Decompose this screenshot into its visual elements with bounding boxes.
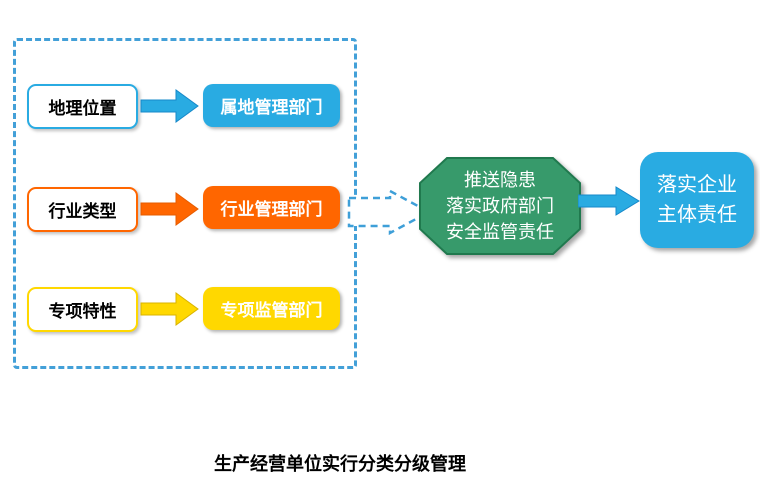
source-box-special-label: 专项特性 xyxy=(48,302,117,321)
target-box-territorial-dept: 属地管理部门 xyxy=(203,84,340,127)
government-responsibility-octagon xyxy=(419,157,581,255)
octagon-line-3: 安全监管责任 xyxy=(446,222,554,242)
target-box-special-supervision-dept: 专项监管部门 xyxy=(203,287,340,330)
target-box-industry-dept: 行业管理部门 xyxy=(203,186,340,229)
source-box-special: 专项特性 xyxy=(27,287,138,332)
enterprise-responsibility-box: 落实企业 主体责任 xyxy=(640,152,754,248)
arrow-right-icon xyxy=(140,89,199,123)
dashed-arrow-right-icon xyxy=(347,189,431,235)
result-line-1: 落实企业 xyxy=(657,174,737,196)
target-box-special-supervision-dept-label: 专项监管部门 xyxy=(220,301,323,320)
target-box-industry-dept-label: 行业管理部门 xyxy=(220,200,323,219)
octagon-line-2: 落实政府部门 xyxy=(446,196,554,216)
government-responsibility-text: 推送隐患 落实政府部门 安全监管责任 xyxy=(419,167,581,245)
diagram-caption: 生产经营单位实行分类分级管理 xyxy=(214,454,466,474)
source-box-industry: 行业类型 xyxy=(27,187,138,232)
result-line-2: 主体责任 xyxy=(657,204,737,226)
arrow-right-icon xyxy=(140,192,199,226)
arrow-right-icon xyxy=(578,186,640,216)
source-box-geography-label: 地理位置 xyxy=(48,99,117,118)
target-box-territorial-dept-label: 属地管理部门 xyxy=(220,98,323,117)
octagon-line-1: 推送隐患 xyxy=(464,170,536,190)
source-box-industry-label: 行业类型 xyxy=(48,202,117,221)
arrow-right-icon xyxy=(140,292,199,326)
source-box-geography: 地理位置 xyxy=(27,84,138,129)
